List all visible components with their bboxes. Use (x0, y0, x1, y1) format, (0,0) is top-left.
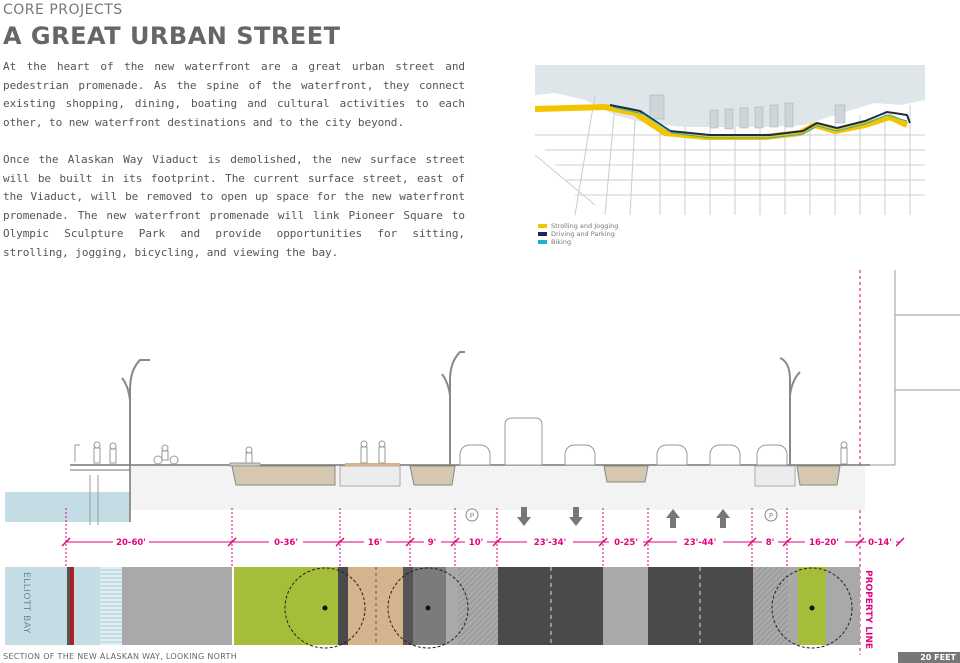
tan-path-elevation (345, 463, 400, 466)
legend-item-strolling: Strolling and Jogging (538, 222, 618, 230)
intro-paragraph: At the heart of the new waterfront are a… (3, 60, 465, 129)
building-outline (870, 270, 960, 466)
traffic-arrows (517, 507, 730, 528)
dimension-label: 20-60' (116, 538, 146, 548)
dimension-label: 8' (766, 538, 775, 548)
arrow-down-icon (569, 507, 583, 526)
viaduct-paragraph: Once the Alaskan Way Viaduct is demolish… (3, 153, 465, 259)
dimension-label: 0-25' (614, 538, 638, 548)
arrow-up-icon (716, 509, 730, 528)
parking-icon (465, 508, 479, 522)
arrow-up-icon (666, 509, 680, 528)
parking-icons: P P (465, 508, 778, 522)
map-legend: Strolling and Jogging Driving and Parkin… (538, 222, 618, 246)
route-strolling-jogging (535, 104, 909, 140)
dimension-label: 23'-44' (684, 538, 716, 548)
arrow-down-icon (517, 507, 531, 526)
plan-green-promenade (234, 567, 338, 645)
waterfront-map (535, 65, 925, 216)
dimension-label: 0-36' (274, 538, 298, 548)
route-driving-parking (609, 104, 911, 136)
legend-item-driving: Driving and Parking (538, 230, 618, 238)
parking-icon (764, 508, 778, 522)
section-caption: SECTION OF THE NEW ALASKAN WAY, LOOKING … (3, 652, 238, 661)
map-street-grid (535, 94, 925, 216)
map-piers (649, 94, 846, 130)
dimension-label: 0-14' (868, 538, 892, 548)
legend-item-biking: Biking (538, 238, 618, 246)
dimension-label: 16' (368, 538, 382, 548)
section-planters (231, 465, 841, 486)
parking-icon-label: P (769, 512, 773, 520)
dimension-label: 10' (469, 538, 483, 548)
dimension-label: 23'-34' (534, 538, 566, 548)
dimension-label: 16-20' (809, 538, 839, 548)
section-kicker: CORE PROJECTS (3, 2, 123, 18)
scale-bar: 20 FEET (898, 652, 960, 663)
street-lights (121, 351, 801, 465)
page-title: A GREAT URBAN STREET (3, 22, 341, 50)
parking-icon-label: P (470, 512, 474, 520)
plan-view: ELLIOTT BAY PROPERTY LINE (5, 567, 873, 649)
dimension-line: 20-60' 0-36' 16' 9' 10' 23'-34' 0-25' 23… (61, 508, 905, 568)
dimension-label: 9' (428, 538, 437, 548)
water-elevation (5, 492, 130, 522)
property-line-label: PROPERTY LINE (863, 570, 873, 649)
street-section: P P (5, 270, 960, 655)
route-biking (612, 106, 908, 139)
elliott-bay-label: ELLIOTT BAY (21, 572, 31, 634)
pedestrians (74, 440, 848, 467)
vehicles (459, 417, 788, 466)
plan-water (5, 567, 67, 645)
